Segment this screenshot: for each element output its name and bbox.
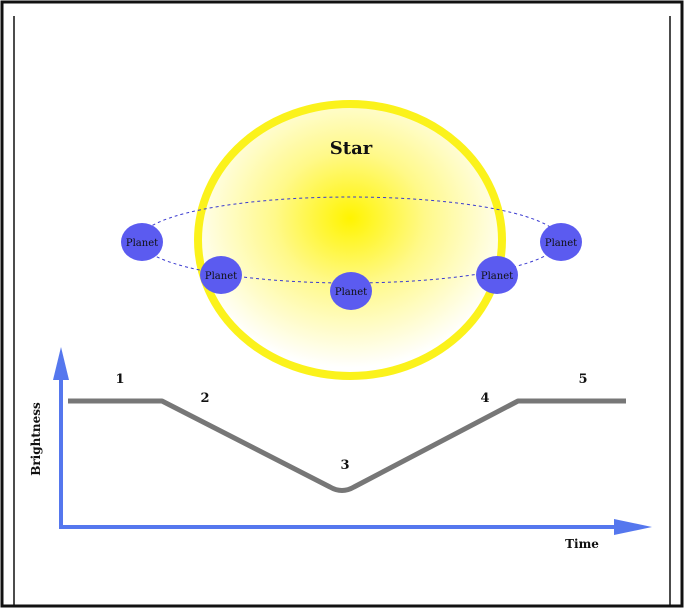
phase-label: 3 (340, 458, 349, 473)
y-axis-label: Brightness (29, 402, 43, 476)
svg-text:Planet: Planet (481, 271, 513, 282)
svg-text:Planet: Planet (545, 238, 577, 249)
phase-label: 1 (115, 372, 124, 387)
phase-label: 4 (480, 391, 489, 406)
y-axis-arrowhead (53, 347, 69, 380)
phase-label: 2 (200, 391, 209, 406)
svg-text:Planet: Planet (335, 287, 367, 298)
planet: Planet (476, 256, 518, 294)
x-axis-arrowhead (614, 519, 652, 535)
planet: Planet (121, 223, 163, 261)
star-label: Star (330, 138, 373, 159)
light-curve (68, 398, 626, 493)
svg-text:Planet: Planet (205, 271, 237, 282)
x-axis-label: Time (565, 537, 599, 551)
phase-label: 5 (578, 372, 587, 387)
svg-text:Planet: Planet (126, 238, 158, 249)
planet: Planet (200, 256, 242, 294)
planet: Planet (330, 272, 372, 310)
planet: Planet (540, 223, 582, 261)
star-disk (194, 100, 506, 380)
